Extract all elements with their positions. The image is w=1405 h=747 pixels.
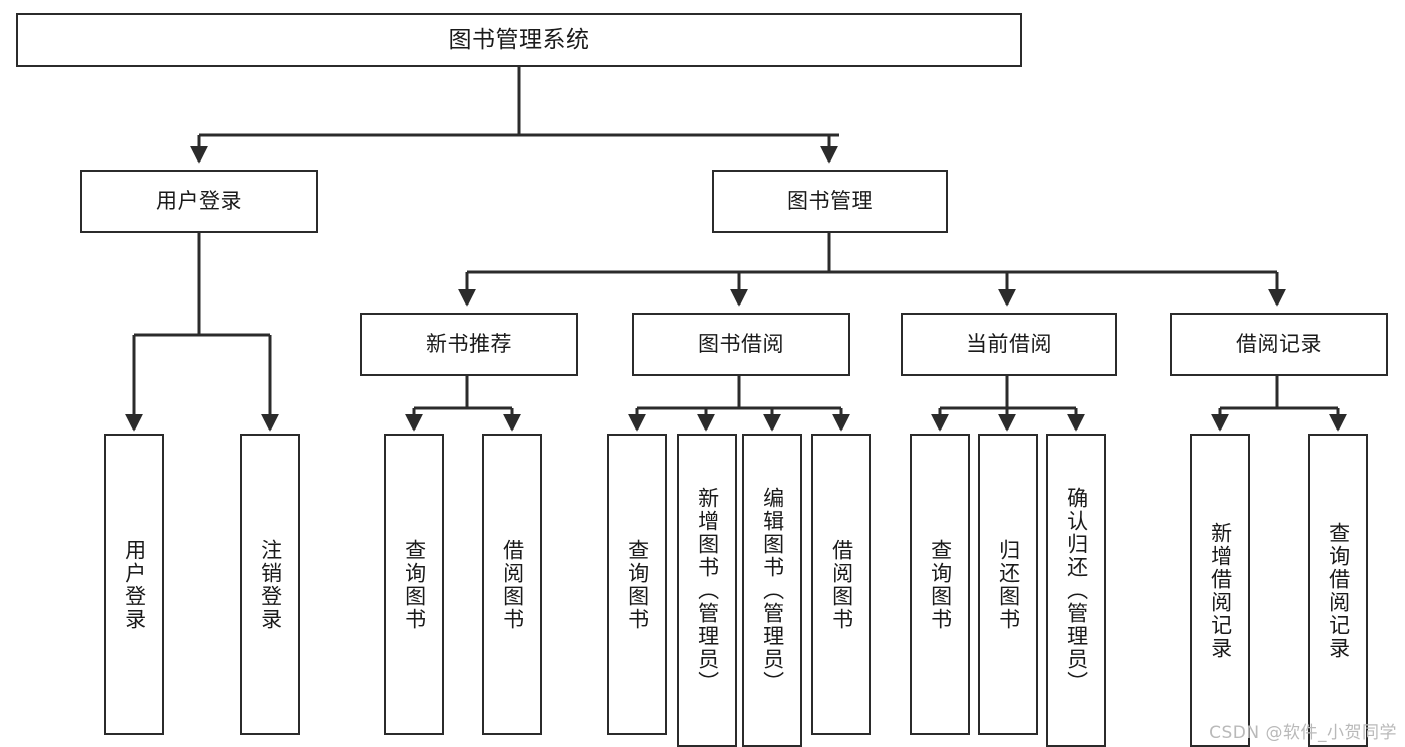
node-user-login[interactable]: 用户登录 bbox=[80, 170, 318, 233]
leaf-user-login-login[interactable]: 用户登录 bbox=[104, 434, 164, 735]
leaf-record-add-borrow-record[interactable]: 新增借阅记录 bbox=[1190, 434, 1250, 747]
leaf-new-book-borrow-book-label: 借阅图书 bbox=[500, 538, 525, 631]
leaf-current-return-book-label: 归还图书 bbox=[996, 538, 1021, 631]
node-book-management-label: 图书管理 bbox=[787, 188, 873, 213]
node-user-login-label: 用户登录 bbox=[156, 188, 242, 213]
leaf-current-query-book-label: 查询图书 bbox=[928, 538, 953, 631]
node-book-management[interactable]: 图书管理 bbox=[712, 170, 948, 233]
leaf-new-book-borrow-book[interactable]: 借阅图书 bbox=[482, 434, 542, 735]
node-borrow-record[interactable]: 借阅记录 bbox=[1170, 313, 1388, 376]
leaf-current-confirm-return-admin-label: 确认归还（管理员） bbox=[1064, 487, 1089, 694]
leaf-borrow-query-book-label: 查询图书 bbox=[625, 538, 650, 631]
leaf-borrow-edit-book-admin-label: 编辑图书（管理员） bbox=[760, 487, 785, 694]
node-book-borrow-label: 图书借阅 bbox=[698, 331, 784, 356]
leaf-current-confirm-return-admin[interactable]: 确认归还（管理员） bbox=[1046, 434, 1106, 747]
node-current-borrow[interactable]: 当前借阅 bbox=[901, 313, 1117, 376]
leaf-user-login-logout[interactable]: 注销登录 bbox=[240, 434, 300, 735]
leaf-new-book-query-book[interactable]: 查询图书 bbox=[384, 434, 444, 735]
leaf-current-return-book[interactable]: 归还图书 bbox=[978, 434, 1038, 735]
node-new-book-recommend-label: 新书推荐 bbox=[426, 331, 512, 356]
node-root-label: 图书管理系统 bbox=[448, 26, 590, 53]
node-new-book-recommend[interactable]: 新书推荐 bbox=[360, 313, 578, 376]
leaf-user-login-logout-label: 注销登录 bbox=[258, 538, 283, 631]
leaf-borrow-add-book-admin-label: 新增图书（管理员） bbox=[695, 487, 720, 694]
leaf-borrow-add-book-admin[interactable]: 新增图书（管理员） bbox=[677, 434, 737, 747]
leaf-record-add-borrow-record-label: 新增借阅记录 bbox=[1208, 521, 1233, 660]
node-book-borrow[interactable]: 图书借阅 bbox=[632, 313, 850, 376]
node-borrow-record-label: 借阅记录 bbox=[1236, 331, 1322, 356]
leaf-record-query-borrow-record-label: 查询借阅记录 bbox=[1326, 521, 1351, 660]
leaf-borrow-edit-book-admin[interactable]: 编辑图书（管理员） bbox=[742, 434, 802, 747]
leaf-borrow-borrow-book-label: 借阅图书 bbox=[829, 538, 854, 631]
leaf-record-query-borrow-record[interactable]: 查询借阅记录 bbox=[1308, 434, 1368, 747]
leaf-new-book-query-book-label: 查询图书 bbox=[402, 538, 427, 631]
leaf-borrow-borrow-book[interactable]: 借阅图书 bbox=[811, 434, 871, 735]
leaf-user-login-login-label: 用户登录 bbox=[122, 538, 147, 631]
leaf-borrow-query-book[interactable]: 查询图书 bbox=[607, 434, 667, 735]
node-root-book-management-system[interactable]: 图书管理系统 bbox=[16, 13, 1022, 67]
leaf-current-query-book[interactable]: 查询图书 bbox=[910, 434, 970, 735]
node-current-borrow-label: 当前借阅 bbox=[966, 331, 1052, 356]
